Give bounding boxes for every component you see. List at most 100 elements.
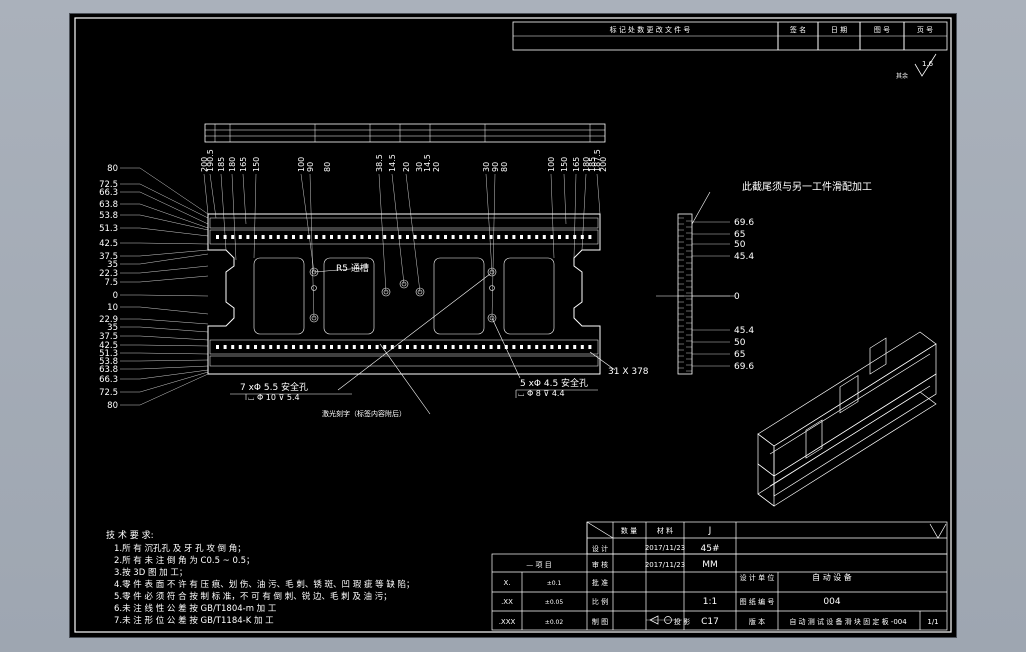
tb-scale-label: 比 例 — [592, 597, 608, 606]
rail-hole — [588, 235, 592, 239]
rail-hole — [535, 235, 539, 239]
rail-hole — [261, 235, 265, 239]
top-dim-label: 14.5 — [423, 154, 432, 172]
rev-col-date: 日 期 — [831, 26, 847, 34]
rail-hole — [322, 235, 326, 239]
tb-part-name: 自 动 测 试 设 备 滑 块 固 定 板 -004 — [789, 617, 907, 626]
rail-hole — [375, 235, 379, 239]
left-dim-label: 63.8 — [99, 365, 118, 375]
rail-hole — [451, 345, 455, 349]
rail-hole — [375, 345, 379, 349]
tech-req-item: 4.零 件 表 面 不 许 有 压 痕、划 伤、油 污、毛 刺、锈 斑、凹 瑕 … — [114, 579, 415, 590]
rail-hole — [542, 345, 546, 349]
rail-hole — [489, 345, 493, 349]
rail-hole — [406, 345, 409, 349]
rev-col-page: 页 号 — [917, 26, 933, 34]
rail-hole — [527, 345, 531, 349]
tb-material: 45# — [701, 544, 720, 554]
rail-hole — [436, 345, 440, 349]
top-dim-label: 20 — [402, 162, 411, 172]
left-dim-label: 35 — [107, 323, 118, 333]
rail-hole-pattern-bottom — [216, 345, 592, 349]
tech-req-item: 1.所 有 沉孔孔 及 牙 孔 攻 倒 角； — [114, 543, 246, 554]
callout-holes-b-sub: ⌴ Φ 8 ⊽ 4.4 — [518, 389, 565, 398]
top-dim-label: 38.5 — [375, 154, 384, 172]
isometric-view — [757, 331, 937, 507]
rail-hole — [482, 345, 485, 349]
side-dim-label: 45.4 — [734, 252, 754, 262]
rail-hole — [383, 235, 387, 239]
left-dimension-labels: 8072.566.363.853.851.342.537.53522.37.50… — [99, 164, 118, 411]
rev-col-sign: 签 名 — [790, 25, 806, 34]
rail-hole — [580, 235, 584, 239]
tech-req-heading: 技 术 要 求: — [106, 529, 154, 541]
tech-req-item: 6.未 注 线 性 公 差 按 GB/T1804-m 加 工 — [114, 603, 277, 614]
tb-tol-xx-val: ±0.05 — [545, 599, 564, 606]
tech-req-item: 7.未 注 形 位 公 差 按 GB/T1184-K 加 工 — [114, 615, 274, 626]
tb-units: MM — [702, 560, 718, 570]
side-view-note: 此截尾须与另一工件滑配加工 — [742, 180, 872, 193]
rail-hole — [314, 345, 318, 349]
callout-laser-mark: 激光刻字（标签内容附后） — [322, 409, 406, 418]
rail-hole — [398, 235, 402, 239]
side-dim-label: 50 — [734, 240, 746, 250]
tb-tol-x: X. — [503, 579, 510, 587]
revision-table: 标 记 处 数 更 改 文 件 号 签 名 日 期 图 号 页 号 — [512, 21, 948, 51]
rail-hole — [330, 345, 333, 349]
left-dim-label: 80 — [107, 401, 118, 411]
roughness-label: 其余 — [896, 72, 908, 80]
cad-viewport[interactable]: 标 记 处 数 更 改 文 件 号 签 名 日 期 图 号 页 号 1.6 其余… — [70, 14, 956, 637]
tb-mat-label: 材 料 — [657, 526, 673, 535]
top-dim-label: 200 — [200, 157, 209, 172]
top-dim-label: 30 — [482, 162, 491, 172]
callout-r5-slot: R5 通槽 — [336, 262, 369, 274]
callout-holes-b: 5 xΦ 4.5 安全孔 — [520, 377, 588, 389]
rail-hole — [292, 235, 295, 239]
rail-hole — [246, 345, 250, 349]
rail-hole — [216, 235, 219, 239]
drawing-canvas: 标 记 处 数 更 改 文 件 号 签 名 日 期 图 号 页 号 1.6 其余… — [74, 17, 952, 633]
side-dim-label: 45.4 — [734, 326, 754, 336]
rail-hole — [345, 345, 349, 349]
top-dim-label: 20 — [432, 162, 441, 172]
side-dim-label: 65 — [734, 350, 745, 360]
rail-hole — [390, 345, 394, 349]
rail-hole — [383, 345, 387, 349]
rail-hole — [497, 345, 501, 349]
rail-hole — [474, 235, 478, 239]
left-dim-label: 42.5 — [99, 341, 118, 351]
roughness-symbol: 1.6 其余 — [896, 53, 937, 80]
left-dim-label: 66.3 — [99, 188, 118, 198]
top-dim-label: 90 — [306, 162, 315, 172]
top-dim-label: 80 — [323, 162, 332, 172]
left-dim-label: 42.5 — [99, 239, 118, 249]
left-dim-label: 35 — [107, 260, 118, 270]
rail-hole — [588, 345, 592, 349]
rail-hole — [565, 345, 569, 349]
left-dim-label: 63.8 — [99, 200, 118, 210]
top-dim-label: 150 — [252, 157, 261, 172]
rail-hole — [322, 345, 326, 349]
rail-hole — [497, 235, 501, 239]
left-dim-label: 66.3 — [99, 375, 118, 385]
left-dim-label: 37.5 — [99, 332, 118, 342]
tech-req-item: 2.所 有 未 注 倒 角 为 C0.5 ~ 0.5； — [114, 555, 255, 566]
rail-hole — [261, 345, 265, 349]
top-dim-label: 200 — [599, 157, 608, 172]
rail-hole — [314, 235, 318, 239]
top-dim-label: 185 — [588, 157, 597, 172]
tb-company-label: 设 计 单 位 — [740, 573, 775, 582]
rail-hole — [352, 235, 356, 239]
tb-tol-xxx-val: ±0.02 — [545, 619, 564, 626]
top-dim-label: 165 — [239, 157, 248, 172]
tb-drawing-no-label: 图 纸 编 号 — [740, 597, 775, 606]
left-dim-label: 72.5 — [99, 180, 118, 190]
rail-hole — [459, 235, 463, 239]
rail-hole — [276, 235, 280, 239]
rail-hole — [231, 235, 235, 239]
rail-hole — [565, 235, 569, 239]
rail-hole — [474, 345, 478, 349]
rail-hole — [368, 345, 371, 349]
left-dim-label: 22.3 — [99, 269, 118, 279]
rail-hole — [238, 235, 242, 239]
